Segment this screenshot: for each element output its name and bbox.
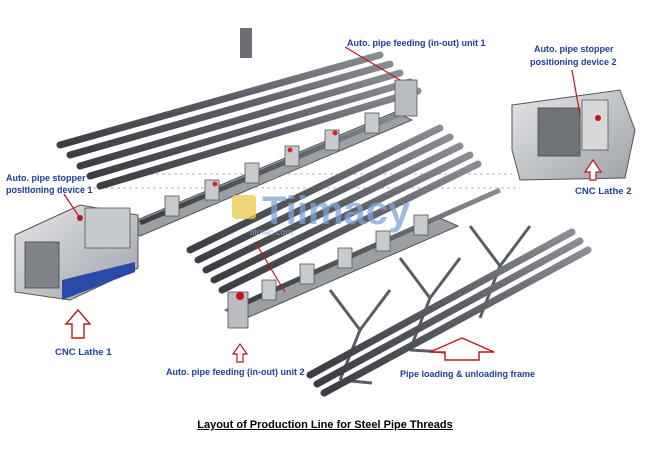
- pipe-rack-loading: [306, 228, 592, 397]
- up-arrow-cnc-lathe-1: [64, 308, 92, 339]
- pipe-rack-rear: [56, 28, 422, 190]
- diagram-title: Layout of Production Line for Steel Pipe…: [197, 419, 453, 431]
- up-arrow-feeding-unit-2: [231, 342, 249, 363]
- cnc-lathe-2-machine: [511, 89, 636, 181]
- label-cnc-lathe-2: CNC Lathe 2: [575, 186, 632, 197]
- label-stopper-1-line2: positioning device 1: [6, 185, 93, 195]
- label-cnc-lathe-1: CNC Lathe 1: [55, 347, 112, 358]
- pointer-arrows: [63, 46, 581, 293]
- watermark-brand: Tiimacy: [262, 189, 411, 233]
- label-stopper-1-line1: Auto. pipe stopper: [6, 173, 86, 183]
- label-loading-frame: Pipe loading & unloading frame: [400, 369, 536, 379]
- up-arrow-cnc-lathe-2: [583, 158, 603, 181]
- watermark-logo: Tiimacy: [232, 189, 411, 233]
- label-stopper-2-line2: positioning device 2: [530, 57, 617, 67]
- up-arrow-loading-frame: [429, 337, 495, 361]
- pipe-rack-middle: [186, 124, 482, 294]
- cnc-lathe-1-machine: [14, 204, 139, 301]
- label-feeding-unit-1: Auto. pipe feeding (in-out) unit 1: [347, 38, 486, 48]
- label-stopper-2-line1: Auto. pipe stopper: [534, 44, 614, 54]
- watermark-url: tiimac.com: [250, 227, 294, 237]
- label-feeding-unit-2: Auto. pipe feeding (in-out) unit 2: [166, 367, 305, 377]
- conveyor-bed-1: [123, 79, 418, 237]
